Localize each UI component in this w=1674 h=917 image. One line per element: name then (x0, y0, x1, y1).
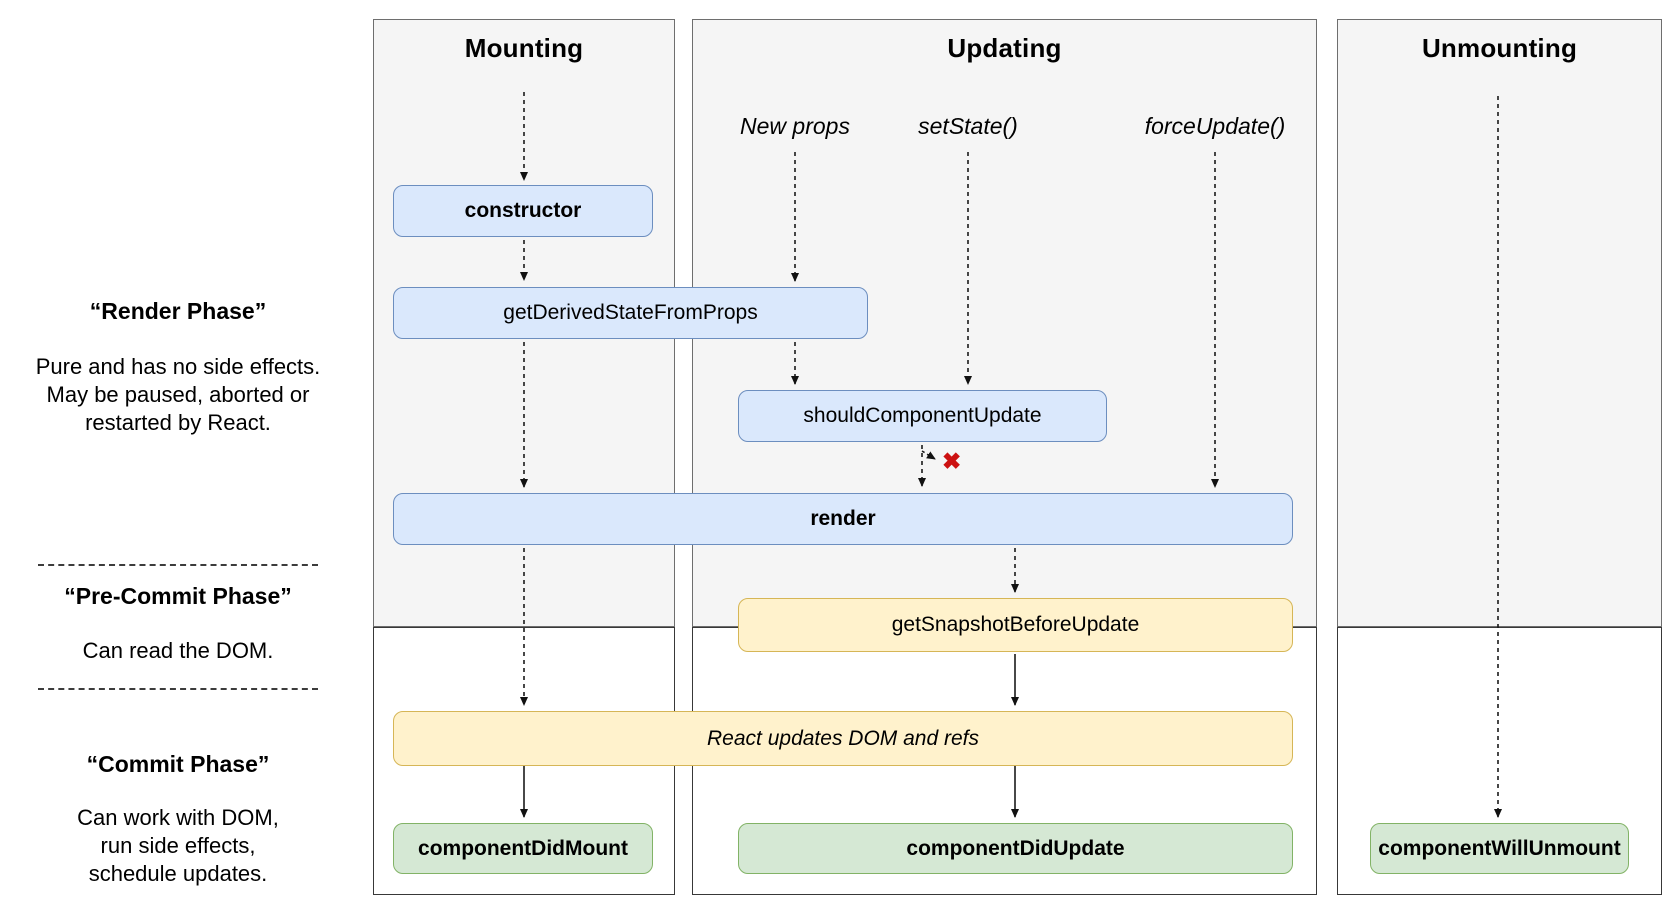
react-updates-dom-node: React updates DOM and refs (393, 711, 1293, 766)
commit-phase-description: Can work with DOM, run side effects, sch… (0, 804, 356, 888)
skip-render-cross-icon: ✖ (942, 448, 962, 474)
commit-phase-heading: “Commit Phase” (86, 751, 270, 777)
component-did-update-node: componentDidUpdate (738, 823, 1293, 874)
pre-commit-phase-line-1: Can read the DOM. (82, 638, 274, 663)
commit-phase-line-2: run side effects, (100, 833, 256, 858)
phase-divider-top (38, 564, 318, 566)
get-derived-state-from-props-node: getDerivedStateFromProps (393, 287, 868, 339)
commit-phase-line-1: Can work with DOM, (77, 805, 279, 830)
updating-column-title: Updating (947, 33, 1062, 63)
component-did-mount-node: componentDidMount (393, 823, 653, 874)
commit-phase-line-3: schedule updates. (88, 861, 268, 886)
should-component-update-node: shouldComponentUpdate (738, 390, 1107, 442)
component-will-unmount-node: componentWillUnmount (1370, 823, 1629, 874)
forceupdate-label: forceUpdate() (1144, 113, 1286, 139)
unmounting-column-title: Unmounting (1421, 33, 1578, 63)
render-node: render (393, 493, 1293, 545)
unmounting-panel-top (1337, 19, 1662, 627)
render-phase-description: Pure and has no side effects. May be pau… (0, 353, 356, 437)
arrow-scu-skip-branch (921, 450, 936, 460)
phase-divider-bottom (38, 688, 318, 690)
render-phase-line-3: restarted by React. (85, 410, 271, 435)
mounting-column-title: Mounting (464, 33, 584, 63)
setstate-label: setState() (918, 113, 1018, 139)
new-props-label: New props (740, 113, 850, 139)
render-phase-heading: “Render Phase” (89, 298, 267, 324)
get-snapshot-before-update-node: getSnapshotBeforeUpdate (738, 598, 1293, 652)
pre-commit-phase-heading: “Pre-Commit Phase” (64, 583, 292, 609)
render-phase-line-2: May be paused, aborted or (46, 382, 310, 407)
pre-commit-phase-description: Can read the DOM. (0, 637, 356, 665)
render-phase-line-1: Pure and has no side effects. (35, 354, 321, 379)
constructor-node: constructor (393, 185, 653, 237)
